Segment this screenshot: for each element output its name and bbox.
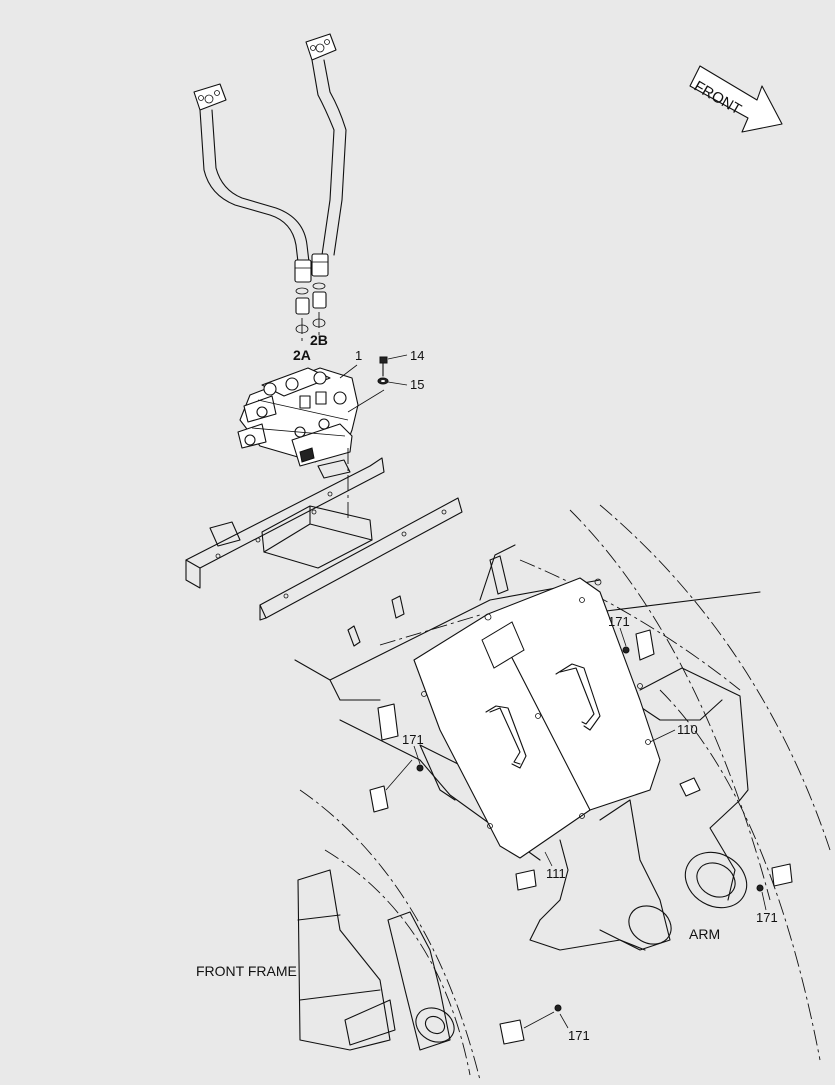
control-valve	[237, 367, 359, 467]
label-front-frame: FRONT FRAME	[196, 963, 297, 979]
callout-171-top: 171	[608, 614, 630, 629]
loader-frame	[294, 504, 831, 1081]
bolts-171	[369, 627, 793, 1045]
label-arm: ARM	[689, 926, 720, 942]
callout-171-left: 171	[402, 732, 424, 747]
callout-171-bottom: 171	[568, 1028, 590, 1043]
mounting-bracket	[185, 448, 463, 621]
cover-plate	[413, 577, 661, 859]
callout-1: 1	[355, 348, 362, 363]
callout-111: 111	[546, 866, 566, 881]
callout-171-right: 171	[756, 910, 778, 925]
callout-2a: 2A	[293, 347, 311, 363]
callout-15: 15	[410, 377, 424, 392]
callout-14: 14	[410, 348, 424, 363]
hydraulic-pipes	[193, 33, 347, 345]
front-direction-arrow: FRONT	[689, 65, 783, 133]
callout-2b: 2B	[310, 332, 328, 348]
bolt-and-washer	[347, 354, 408, 413]
callout-110: 110	[677, 722, 698, 737]
